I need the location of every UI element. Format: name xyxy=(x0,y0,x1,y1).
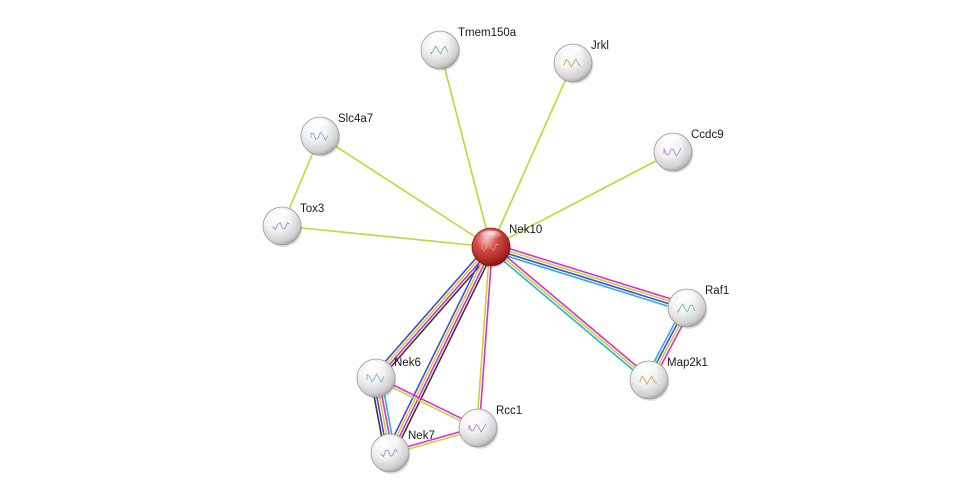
node-slc4a7[interactable]: Slc4a7 xyxy=(300,113,373,157)
protein-structure-icon xyxy=(366,373,385,383)
node-label: Nek6 xyxy=(394,357,421,369)
node-nek7[interactable]: Nek7 xyxy=(370,430,435,474)
protein-structure-icon xyxy=(430,45,449,56)
node-highlight xyxy=(364,361,388,374)
edge-band-textmining xyxy=(490,244,689,308)
protein-structure-icon xyxy=(639,375,658,385)
edge-nek10-nek7[interactable] xyxy=(385,244,496,456)
edge-band-database xyxy=(489,249,687,313)
edge-band-textmining xyxy=(490,246,650,381)
node-highlight xyxy=(661,135,685,148)
node-nek6[interactable]: Nek6 xyxy=(356,357,421,399)
protein-structure-icon xyxy=(468,423,487,433)
protein-structure-icon xyxy=(677,303,696,314)
node-label: Map2k1 xyxy=(667,357,708,369)
node-highlight xyxy=(466,411,490,424)
protein-structure-icon xyxy=(663,147,682,157)
protein-structure-icon xyxy=(563,58,582,68)
edge-band-textmining xyxy=(319,135,492,248)
node-label: Nek10 xyxy=(509,224,542,236)
edge-band-coexpression xyxy=(392,247,496,456)
edge-band-experiments xyxy=(491,242,689,306)
edge-band-experiments xyxy=(491,244,652,379)
edge-nek10-ccdc9[interactable] xyxy=(490,151,674,248)
node-label: Slc4a7 xyxy=(338,113,373,125)
node-highlight xyxy=(479,230,503,243)
node-tox3[interactable]: Tox3 xyxy=(262,203,324,247)
edge-band-homology xyxy=(489,247,688,311)
edge-nek10-nek6[interactable] xyxy=(372,243,495,382)
edge-band-textmining xyxy=(374,245,491,378)
edge-band-textmining xyxy=(388,245,491,454)
edge-nek10-rcc1[interactable] xyxy=(475,246,494,429)
node-label: Raf1 xyxy=(705,285,729,297)
node-label: Rcc1 xyxy=(496,405,522,417)
node-highlight xyxy=(378,436,402,449)
node-raf1[interactable]: Raf1 xyxy=(667,285,729,329)
node-rcc1[interactable]: Rcc1 xyxy=(458,405,522,449)
node-label: Tmem150a xyxy=(458,27,517,39)
nodes-layer: Nek10 Tmem150aJrklSlc4a7Ccdc9Tox3Raf1Map2… xyxy=(262,27,729,474)
edge-nek10-tmem150a[interactable] xyxy=(439,49,492,248)
edge-band-textmining xyxy=(490,151,674,248)
node-highlight xyxy=(561,46,585,59)
edge-band-database xyxy=(488,248,649,383)
edge-nek10-map2k1[interactable] xyxy=(488,244,652,383)
edge-nek10-tox3[interactable] xyxy=(281,225,492,248)
edge-band-homology xyxy=(372,243,489,377)
node-label: Tox3 xyxy=(300,203,324,215)
edge-nek10-raf1[interactable] xyxy=(489,242,689,313)
protein-structure-icon xyxy=(380,448,399,458)
node-label: Ccdc9 xyxy=(691,129,724,141)
edge-band-textmining xyxy=(439,49,492,248)
node-highlight xyxy=(675,291,699,304)
protein-structure-icon xyxy=(481,242,499,252)
node-highlight xyxy=(270,209,294,222)
edge-band-experiments xyxy=(376,247,493,380)
edge-band-experiments xyxy=(390,246,493,455)
edge-band-textmining xyxy=(475,246,491,429)
edge-band-textmining xyxy=(490,62,574,248)
edge-nek10-slc4a7[interactable] xyxy=(319,135,492,248)
node-jrkl[interactable]: Jrkl xyxy=(553,40,609,84)
node-tmem150a[interactable]: Tmem150a xyxy=(420,27,517,71)
edge-band-textmining xyxy=(281,225,492,248)
node-label: Jrkl xyxy=(591,40,609,52)
node-highlight xyxy=(428,33,452,46)
edge-band-homology xyxy=(385,244,489,453)
node-label: Nek7 xyxy=(408,430,435,442)
node-highlight xyxy=(637,363,661,376)
node-highlight xyxy=(308,119,332,132)
node-ccdc9[interactable]: Ccdc9 xyxy=(653,129,724,173)
node-nek10[interactable]: Nek10 xyxy=(471,224,542,268)
node-map2k1[interactable]: Map2k1 xyxy=(629,357,708,401)
protein-structure-icon xyxy=(310,131,329,141)
edge-nek10-jrkl[interactable] xyxy=(490,62,574,248)
edge-band-experiments xyxy=(478,246,494,429)
protein-structure-icon xyxy=(272,221,291,231)
